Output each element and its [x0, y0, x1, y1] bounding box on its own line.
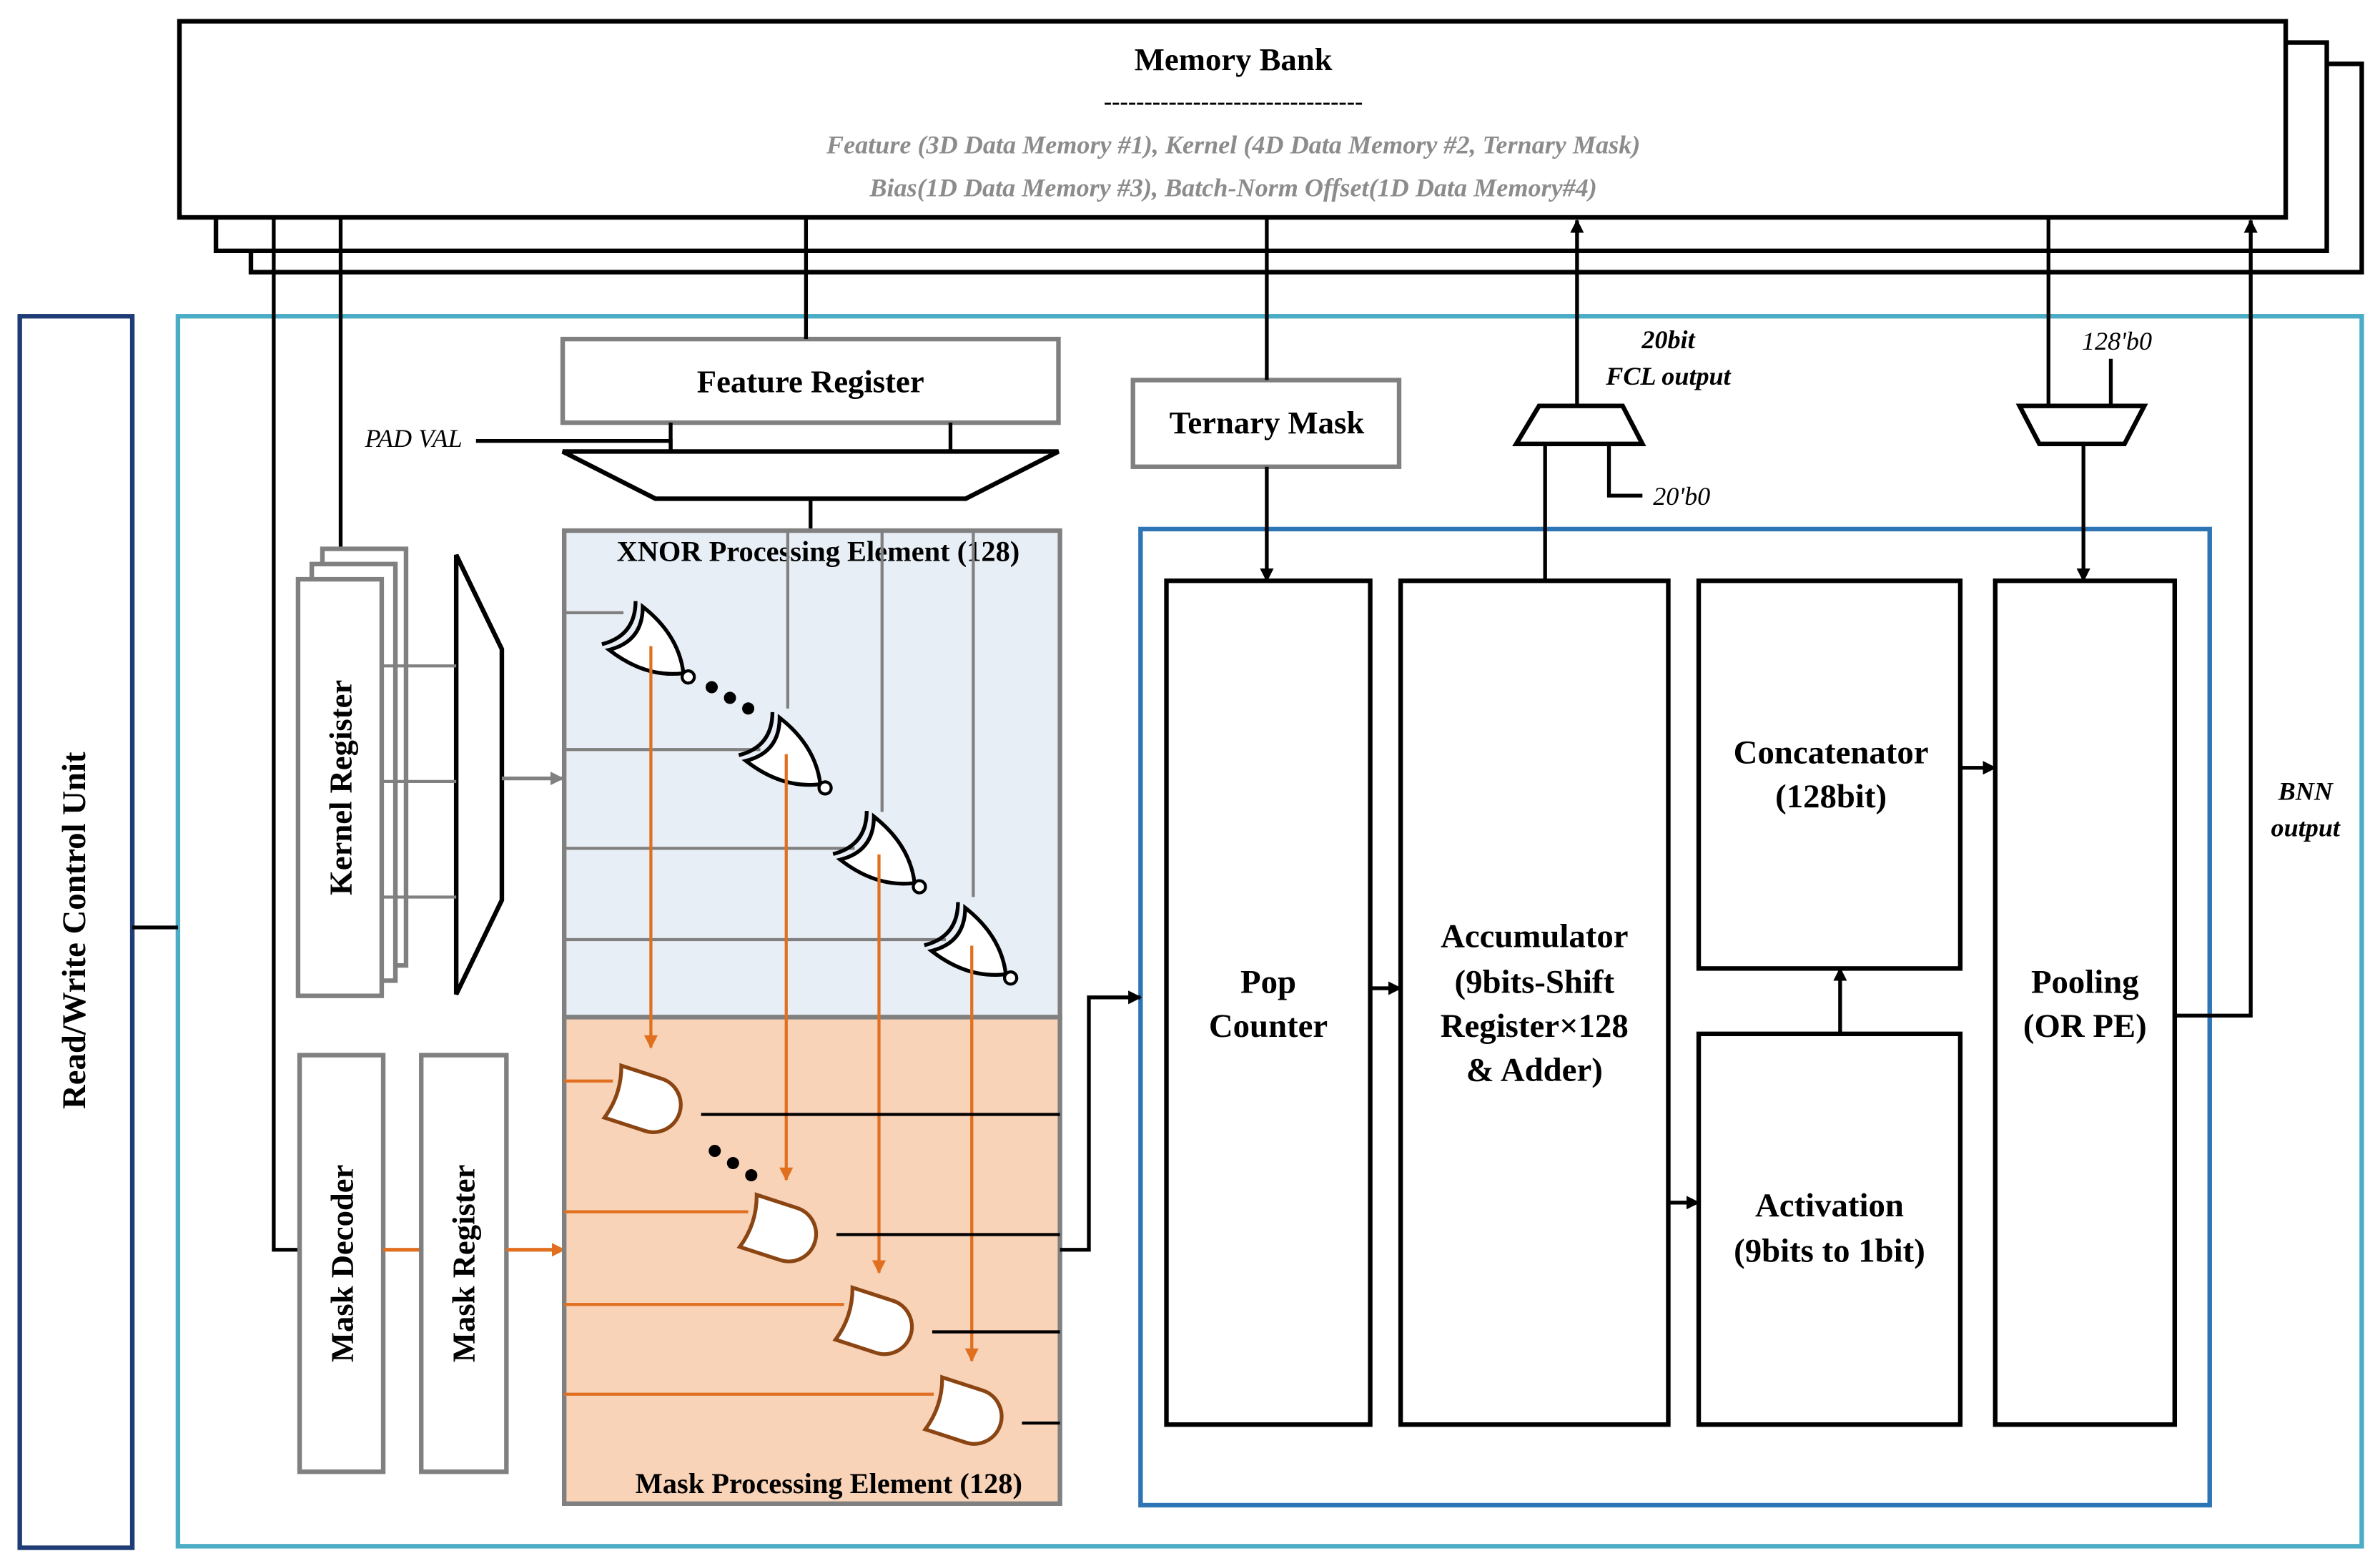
bnn-mux-block: 128'b0: [2015, 217, 2152, 583]
bnn-output-path: BNN output: [2174, 219, 2341, 1018]
feature-register-label: Feature Register: [697, 364, 924, 400]
mux-icon: [2015, 403, 2148, 447]
kernel-register-block: Kernel Register: [295, 546, 564, 998]
ternary-mask-block: Ternary Mask: [1130, 217, 1402, 583]
concatenator-line1: Concatenator: [1734, 734, 1929, 771]
feature-register: [560, 336, 1061, 425]
mux-icon: [453, 553, 505, 995]
pad-val-label: PAD VAL: [364, 424, 462, 453]
accumulator: Accumulator (9bits-Shift Register×128 & …: [1398, 578, 1671, 1427]
mux-icon: [1512, 403, 1646, 447]
pop-counter-line2: Counter: [1209, 1008, 1328, 1045]
pop-counter: Pop Counter: [1164, 578, 1373, 1427]
mask-pe-label: Mask Processing Element (128): [636, 1467, 1022, 1499]
mask-register-label: Mask Register: [446, 1165, 482, 1363]
fcl-output-line2: FCL output: [1605, 362, 1731, 390]
accumulator-line2: (9bits-Shift: [1455, 963, 1615, 1000]
mask-register-block: Mask Register: [419, 1053, 566, 1474]
control-unit: Read/Write Control Unit: [17, 314, 178, 1550]
concatenator: Concatenator (128bit): [1696, 578, 1963, 971]
bnn-output-line2: output: [2271, 813, 2341, 842]
kernel-register-label: Kernel Register: [322, 680, 358, 895]
mask-register: [419, 1053, 509, 1474]
activation-line1: Activation: [1755, 1187, 1904, 1224]
accumulator-line3: Register×128: [1441, 1008, 1629, 1045]
memory-bank-line2: Bias(1D Data Memory #3), Batch-Norm Offs…: [869, 173, 1596, 202]
accumulator-line4: & Adder): [1466, 1052, 1603, 1089]
kernel-register: [295, 576, 385, 998]
control-unit-label: Read/Write Control Unit: [56, 752, 93, 1109]
xnor-processing-element: XNOR Processing Element (128): [561, 528, 1062, 1020]
pooling-line1: Pooling: [2031, 963, 2139, 1000]
ellipsis-dots: [706, 681, 755, 715]
concatenator-line2: (128bit): [1775, 778, 1887, 815]
mask-decoder: [297, 1053, 386, 1474]
bnn-output-line1: BNN: [2278, 777, 2334, 805]
pooling: Pooling (OR PE): [1993, 578, 2178, 1427]
pooling-line2: (OR PE): [2023, 1008, 2147, 1045]
feature-register-block: Feature Register PAD VAL: [364, 217, 1061, 531]
pop-counter-line1: Pop: [1240, 963, 1296, 1000]
fcl-zero-label: 20'b0: [1653, 482, 1710, 511]
ternary-mask-label: Ternary Mask: [1170, 405, 1365, 440]
mask-decoder-label: Mask Decoder: [324, 1165, 360, 1363]
memory-bank-title: Memory Bank: [1135, 41, 1333, 77]
memory-bank-separator: --------------------------------: [1104, 89, 1363, 115]
accumulator-line1: Accumulator: [1441, 918, 1628, 955]
memory-bank: Memory Bank ----------------------------…: [177, 19, 2364, 275]
memory-bank-line1: Feature (3D Data Memory #1), Kernel (4D …: [826, 131, 1640, 159]
ellipsis-dots: [708, 1145, 758, 1182]
mux-icon: [561, 449, 1060, 501]
activation-line2: (9bits to 1bit): [1734, 1233, 1925, 1270]
accelerator-boundary: [175, 314, 2364, 1549]
mask-decoder-block: Mask Decoder: [297, 1053, 420, 1474]
mask-processing-element: Mask Processing Element (128): [561, 646, 1062, 1507]
xnor-pe-label: XNOR Processing Element (128): [617, 536, 1020, 568]
fcl-output-line1: 20bit: [1641, 325, 1695, 354]
activation: Activation (9bits to 1bit): [1696, 1031, 1963, 1427]
bnn-zero-label: 128'b0: [2082, 327, 2152, 355]
fcl-output-block: 20bit FCL output 20'b0: [1512, 219, 1732, 581]
ternary-mask: [1130, 378, 1402, 469]
